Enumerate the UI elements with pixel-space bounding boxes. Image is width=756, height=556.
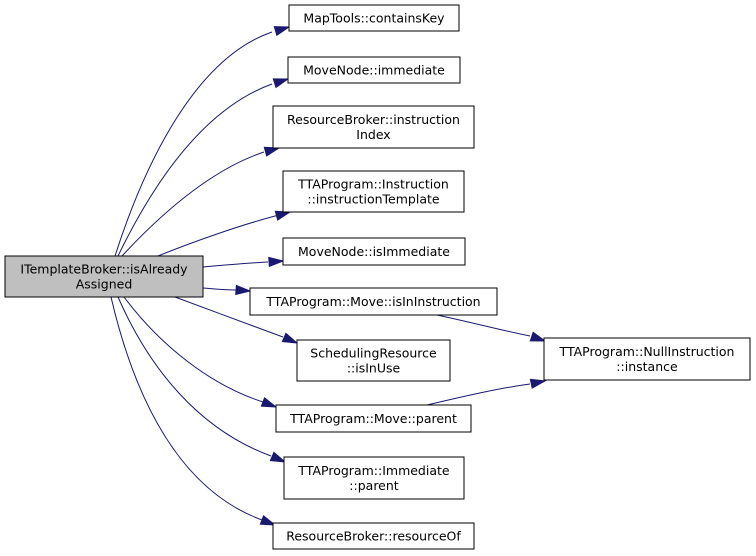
node-n10[interactable]: ResourceBroker::resourceOf — [272, 522, 475, 550]
edge-root-n6 — [202, 284, 252, 296]
node-box[interactable] — [275, 404, 472, 433]
edge-n6-n11 — [436, 314, 547, 342]
arrowhead-icon — [274, 210, 292, 221]
node-n4[interactable]: TTAProgram::Instruction::instructionTemp… — [282, 170, 465, 213]
arrowhead-icon — [259, 514, 277, 526]
node-n5[interactable]: MoveNode::isImmediate — [282, 237, 466, 266]
node-label: ITemplateBroker::isAlready — [20, 262, 188, 277]
node-box[interactable] — [282, 237, 466, 266]
edge-line — [117, 296, 272, 457]
arrowhead-icon — [269, 451, 287, 463]
arrowhead-icon — [529, 331, 547, 342]
node-n7[interactable]: SchedulingResource::isInUse — [296, 339, 451, 382]
edge-root-n9 — [117, 296, 287, 463]
node-n6[interactable]: TTAProgram::Move::isInInstruction — [249, 287, 498, 316]
edge-line — [202, 261, 269, 268]
edge-root-n2 — [117, 78, 290, 257]
node-box[interactable] — [288, 4, 460, 32]
edge-root-n7 — [174, 296, 299, 344]
node-label: ::isInUse — [347, 361, 401, 376]
edge-root-n4 — [157, 210, 292, 257]
node-label: ResourceBroker::instruction — [287, 112, 460, 127]
edge-layer — [110, 26, 547, 526]
node-n8[interactable]: TTAProgram::Move::parent — [275, 404, 472, 433]
edge-line — [157, 214, 280, 257]
edge-line — [114, 31, 273, 257]
node-box[interactable] — [543, 337, 751, 381]
arrowhead-icon — [235, 284, 252, 296]
node-label: TTAProgram::Move::parent — [289, 411, 457, 426]
node-n2[interactable]: MoveNode::immediate — [287, 56, 461, 84]
node-label: ResourceBroker::resourceOf — [286, 529, 461, 544]
edge-root-n3 — [121, 146, 281, 257]
node-box[interactable] — [272, 105, 475, 149]
edge-line — [174, 296, 284, 338]
arrowhead-icon — [272, 78, 290, 89]
node-label: ::parent — [349, 478, 398, 493]
node-box[interactable] — [249, 287, 498, 316]
node-label: TTAProgram::Immediate — [297, 463, 449, 478]
edge-n8-n11 — [426, 378, 547, 406]
node-n11[interactable]: TTAProgram::NullInstruction::instance — [543, 337, 751, 381]
edge-root-n8 — [123, 296, 278, 408]
node-label: SchedulingResource — [310, 346, 437, 361]
node-label: MoveNode::isImmediate — [298, 244, 450, 259]
node-label: TTAProgram::Move::isInInstruction — [265, 294, 480, 309]
node-n9[interactable]: TTAProgram::Immediate::parent — [283, 456, 465, 500]
edge-line — [202, 287, 237, 291]
arrowhead-icon — [268, 256, 285, 268]
node-label: ::instructionTemplate — [307, 192, 439, 207]
node-box[interactable] — [282, 170, 465, 213]
node-box[interactable] — [272, 522, 475, 550]
edge-root-n1 — [114, 26, 291, 257]
node-label: MapTools::containsKey — [303, 11, 445, 26]
node-label: Index — [356, 127, 390, 142]
arrowhead-icon — [263, 146, 281, 157]
arrowhead-icon — [529, 378, 547, 389]
edge-line — [426, 383, 531, 406]
arrowhead-icon — [273, 26, 291, 37]
node-box[interactable] — [287, 56, 461, 84]
edge-line — [123, 296, 264, 403]
node-label: ::instance — [616, 359, 678, 374]
node-label: Assigned — [76, 277, 133, 292]
edge-line — [117, 83, 273, 257]
node-label: TTAProgram::Instruction — [297, 177, 449, 192]
node-box[interactable] — [283, 456, 465, 500]
edge-root-n10 — [110, 296, 277, 526]
edge-line — [110, 296, 263, 521]
arrowhead-icon — [260, 396, 278, 408]
node-n1[interactable]: MapTools::containsKey — [288, 4, 460, 32]
edge-line — [436, 314, 531, 337]
edge-line — [121, 151, 265, 257]
node-label: TTAProgram::NullInstruction — [559, 344, 735, 359]
node-box[interactable] — [296, 339, 451, 382]
node-label: MoveNode::immediate — [303, 63, 445, 78]
edge-root-n5 — [202, 256, 285, 268]
arrowhead-icon — [281, 332, 299, 344]
node-box[interactable] — [4, 255, 204, 298]
